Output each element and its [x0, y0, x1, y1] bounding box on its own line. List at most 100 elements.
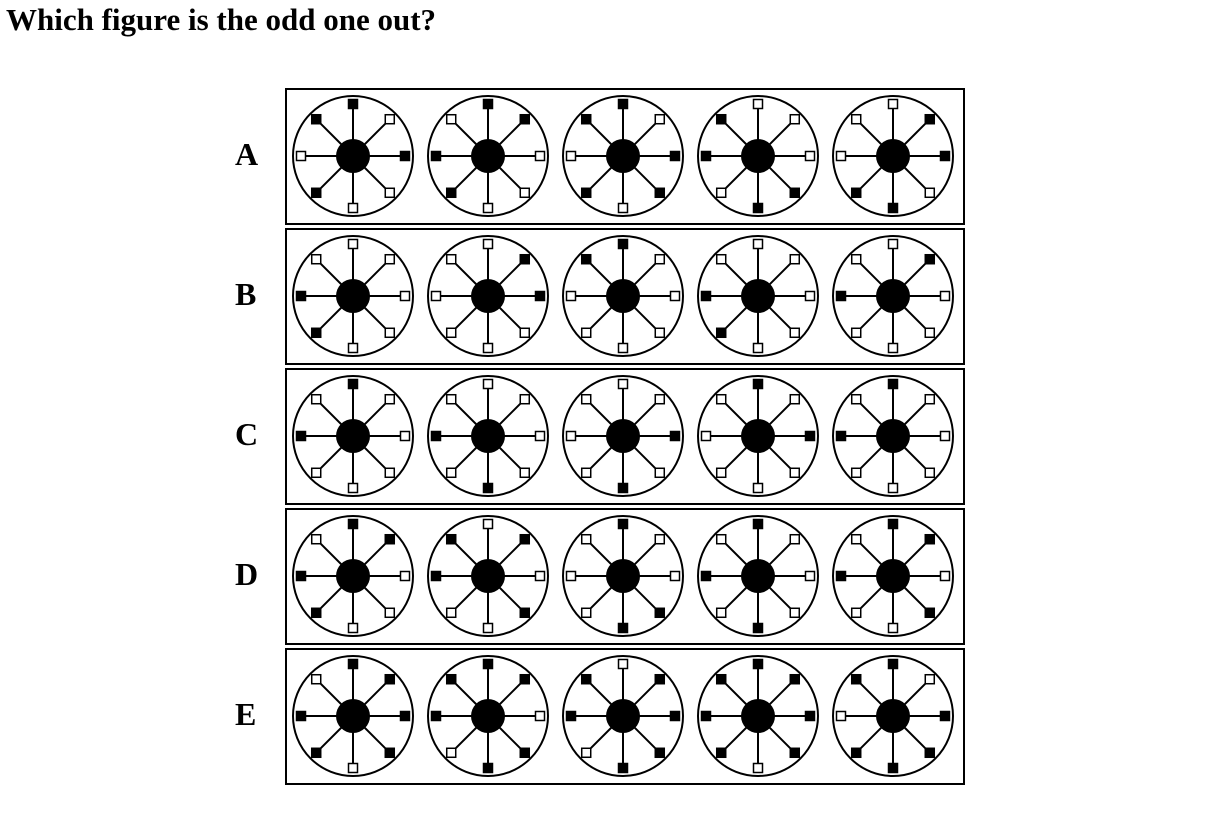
hollow-square [804, 150, 816, 162]
hollow-square [399, 570, 411, 582]
hub-dot [336, 279, 370, 313]
hollow-square [924, 393, 936, 405]
filled-square [347, 518, 359, 530]
row-label-d: D [235, 556, 259, 592]
hollow-square [617, 342, 629, 354]
hollow-square [580, 327, 592, 339]
filled-square [580, 113, 592, 125]
hollow-square [565, 430, 577, 442]
filled-square [580, 187, 592, 199]
figure-c-1 [292, 375, 414, 497]
row-label-e: E [235, 696, 257, 732]
filled-square [580, 253, 592, 265]
hollow-square [804, 290, 816, 302]
hub-dot [471, 699, 505, 733]
hollow-square [534, 570, 546, 582]
hollow-square [445, 393, 457, 405]
hub-dot [741, 419, 775, 453]
filled-square [700, 150, 712, 162]
figure-b-4 [697, 235, 819, 357]
hub-dot [336, 419, 370, 453]
figure-e-4 [697, 655, 819, 777]
hollow-square [715, 607, 727, 619]
hollow-square [789, 607, 801, 619]
hollow-square [789, 467, 801, 479]
hollow-square [715, 187, 727, 199]
hollow-square [384, 187, 396, 199]
filled-square [789, 673, 801, 685]
hollow-square [534, 150, 546, 162]
hollow-square [445, 747, 457, 759]
hollow-square [669, 570, 681, 582]
figure-b-3 [562, 235, 684, 357]
hollow-square [347, 342, 359, 354]
filled-square [715, 113, 727, 125]
hollow-square [384, 393, 396, 405]
hub-dot [876, 559, 910, 593]
hollow-square [752, 762, 764, 774]
filled-square [835, 430, 847, 442]
hollow-square [519, 327, 531, 339]
filled-square [924, 747, 936, 759]
hub-dot [741, 139, 775, 173]
hub-dot [741, 279, 775, 313]
filled-square [445, 187, 457, 199]
filled-square [347, 98, 359, 110]
filled-square [617, 238, 629, 250]
filled-square [617, 98, 629, 110]
hollow-square [347, 622, 359, 634]
filled-square [482, 762, 494, 774]
hub-dot [606, 139, 640, 173]
filled-square [752, 202, 764, 214]
hollow-square [310, 393, 322, 405]
figure-c-2 [427, 375, 549, 497]
hollow-square [700, 430, 712, 442]
hollow-square [482, 342, 494, 354]
filled-square [430, 710, 442, 722]
hollow-square [580, 607, 592, 619]
figure-e-2 [427, 655, 549, 777]
hollow-square [310, 467, 322, 479]
filled-square [295, 570, 307, 582]
hollow-square [482, 378, 494, 390]
row-label-b: B [235, 276, 257, 312]
figure-c-5 [832, 375, 954, 497]
hollow-square [789, 113, 801, 125]
filled-square [924, 607, 936, 619]
hub-dot [606, 419, 640, 453]
hollow-square [445, 327, 457, 339]
hollow-square [752, 342, 764, 354]
hollow-square [482, 238, 494, 250]
hub-dot [471, 139, 505, 173]
hollow-square [654, 327, 666, 339]
hollow-square [617, 202, 629, 214]
hollow-square [789, 393, 801, 405]
row-a-frame [285, 88, 965, 225]
hollow-square [654, 253, 666, 265]
hollow-square [617, 658, 629, 670]
hollow-square [384, 467, 396, 479]
filled-square [430, 570, 442, 582]
filled-square [384, 533, 396, 545]
figure-d-4 [697, 515, 819, 637]
hollow-square [310, 253, 322, 265]
filled-square [482, 98, 494, 110]
filled-square [850, 673, 862, 685]
hollow-square [430, 290, 442, 302]
hollow-square [924, 673, 936, 685]
figure-e-3 [562, 655, 684, 777]
filled-square [715, 673, 727, 685]
filled-square [835, 570, 847, 582]
hollow-square [519, 393, 531, 405]
hollow-square [654, 467, 666, 479]
filled-square [924, 253, 936, 265]
filled-square [430, 430, 442, 442]
filled-square [924, 113, 936, 125]
hollow-square [654, 533, 666, 545]
hollow-square [295, 150, 307, 162]
hollow-square [445, 253, 457, 265]
hollow-square [887, 482, 899, 494]
filled-square [804, 430, 816, 442]
row-label-a: A [235, 136, 259, 172]
